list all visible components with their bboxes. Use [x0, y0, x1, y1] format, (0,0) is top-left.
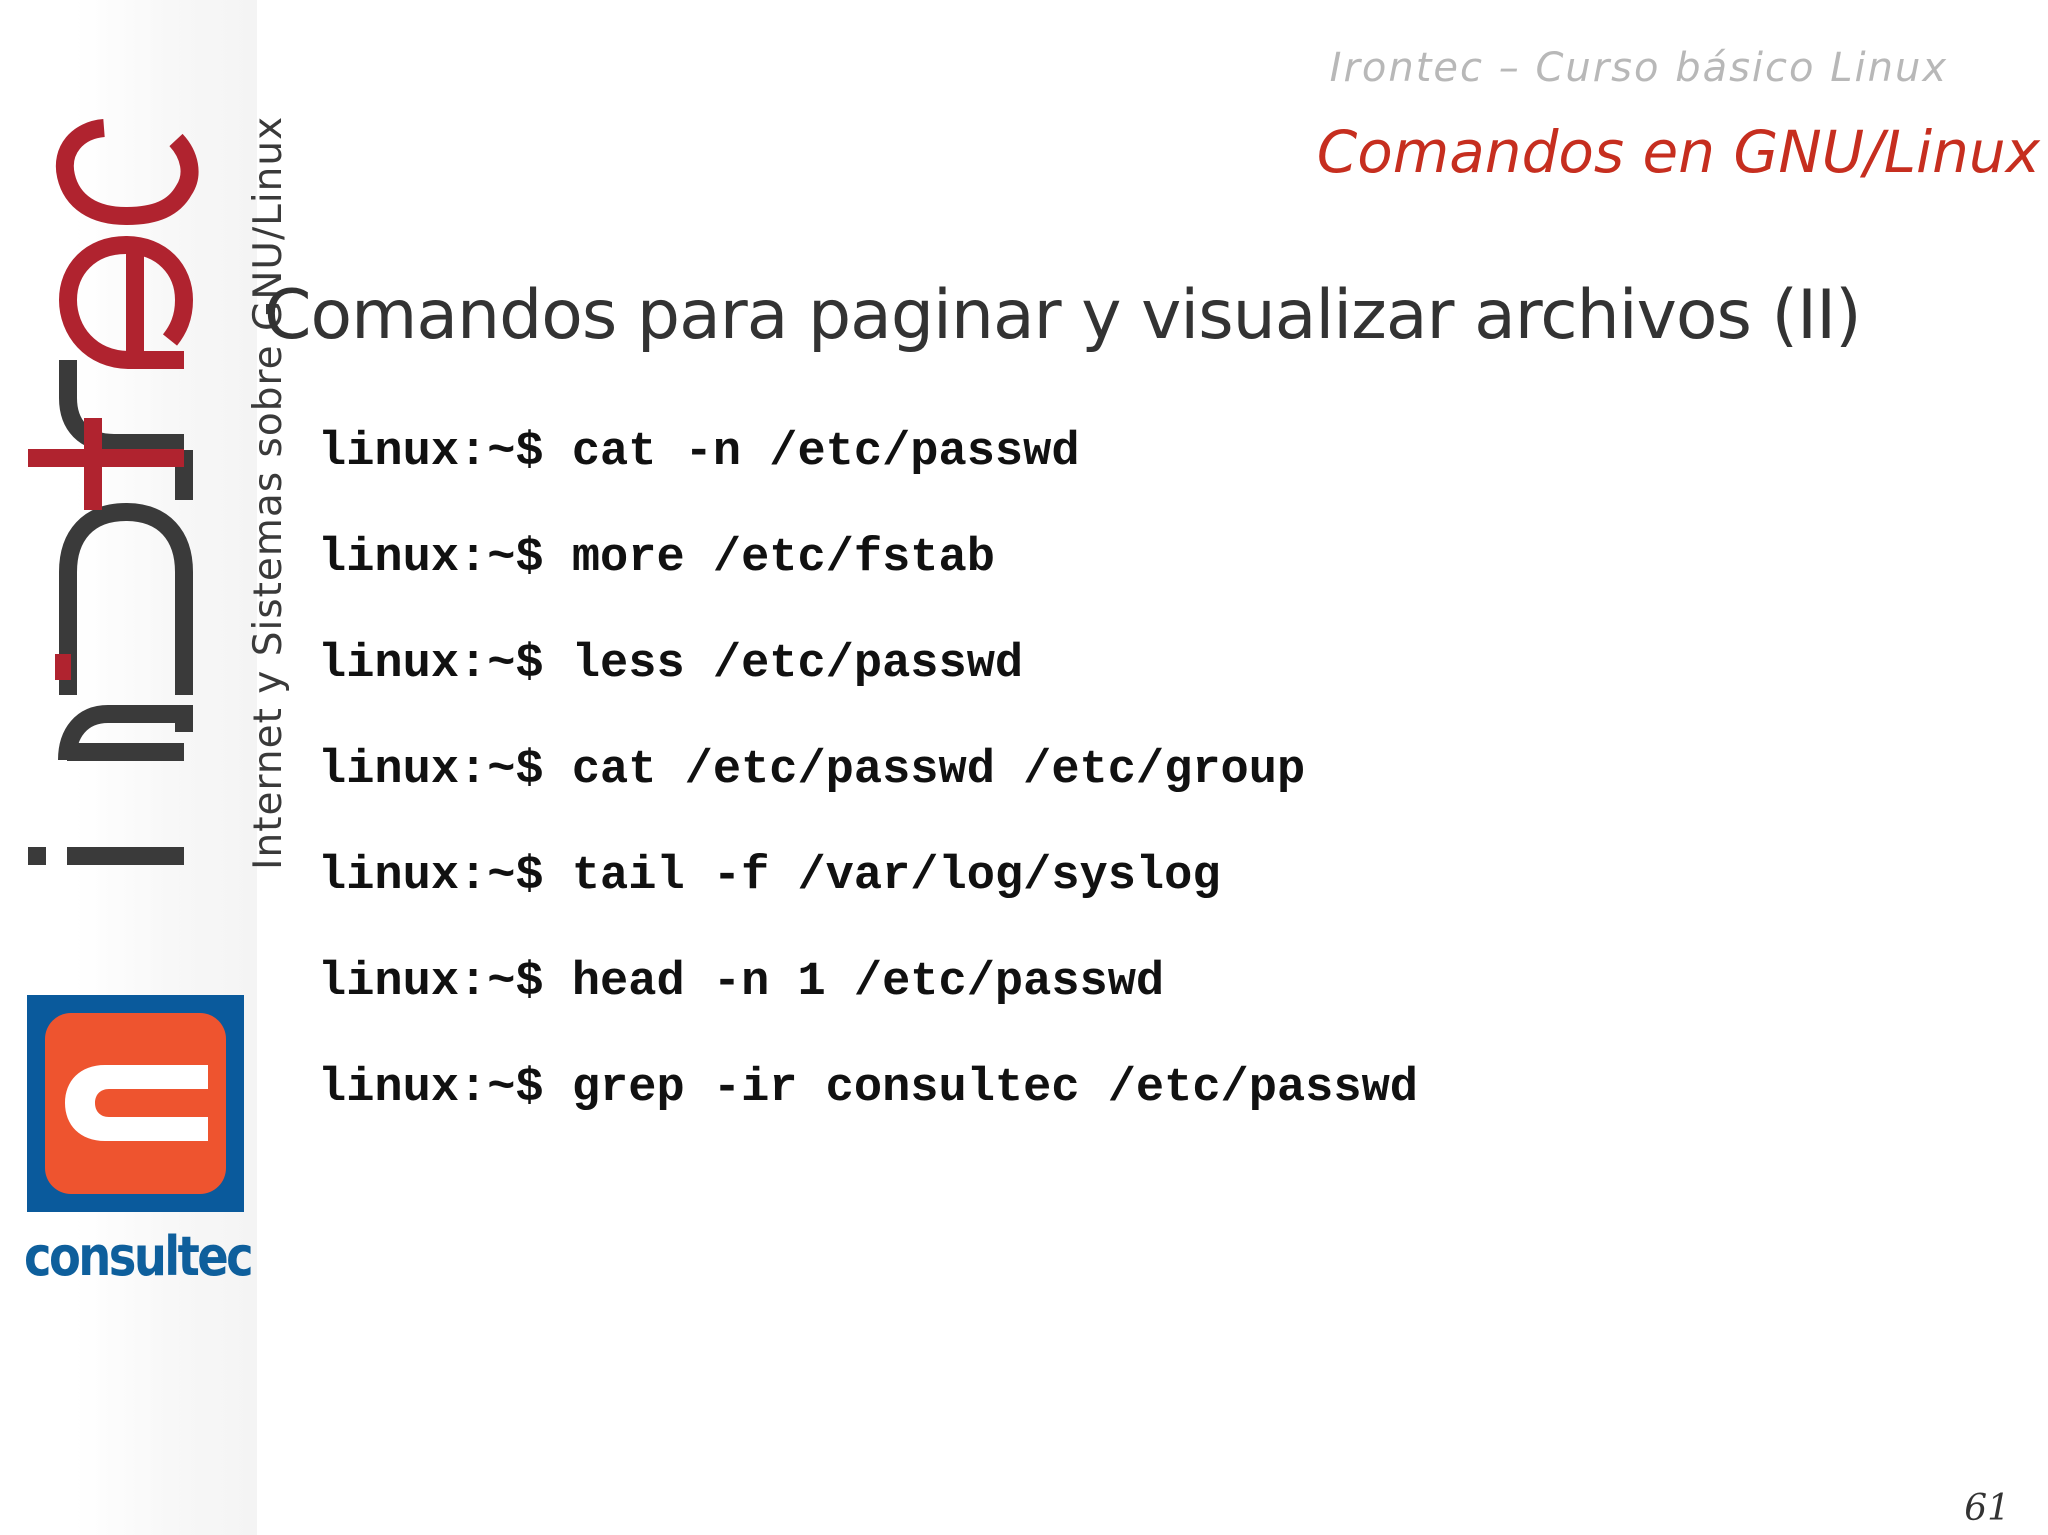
command-list: linux:~$ cat -n /etc/passwd linux:~$ mor… [318, 420, 1418, 1162]
page-number: 61 [1964, 1488, 2010, 1529]
tagline: Internet y Sistemas sobre GNU/Linux [246, 115, 291, 870]
command-line: linux:~$ less /etc/passwd [318, 638, 1024, 691]
irontec-logo [28, 119, 199, 865]
logo-i-dot [28, 847, 46, 865]
logo-e-bar [126, 250, 144, 354]
command-line: linux:~$ grep -ir consultec /etc/passwd [318, 1062, 1418, 1115]
command-line: linux:~$ more /etc/fstab [318, 532, 995, 585]
section-title: Comandos en GNU/Linux [1316, 118, 2040, 186]
logo-t-bar [84, 418, 102, 510]
logo-o-accent [55, 654, 71, 680]
command-line: linux:~$ cat /etc/passwd /etc/group [318, 744, 1306, 797]
consultec-logo-inner [45, 1013, 226, 1194]
logo-e-body [58, 235, 194, 369]
logo-t-stem [28, 449, 184, 467]
logo-o-body [59, 502, 193, 695]
logo-c-body [55, 119, 199, 226]
logo-i-stem [67, 847, 184, 865]
consultec-c-mark [65, 1065, 208, 1141]
course-label: Irontec – Curso básico Linux [1329, 45, 1948, 91]
logo-r-curve [58, 705, 193, 761]
command-line: linux:~$ tail -f /var/log/syslog [318, 850, 1221, 903]
logo-r-stem [67, 743, 184, 761]
consultec-wordmark: consultec [24, 1225, 254, 1288]
consultec-logo-icon [27, 995, 244, 1212]
command-line: linux:~$ head -n 1 /etc/passwd [318, 956, 1165, 1009]
slide-title: Comandos para paginar y visualizar archi… [264, 276, 1862, 355]
command-line: linux:~$ cat -n /etc/passwd [318, 426, 1080, 479]
